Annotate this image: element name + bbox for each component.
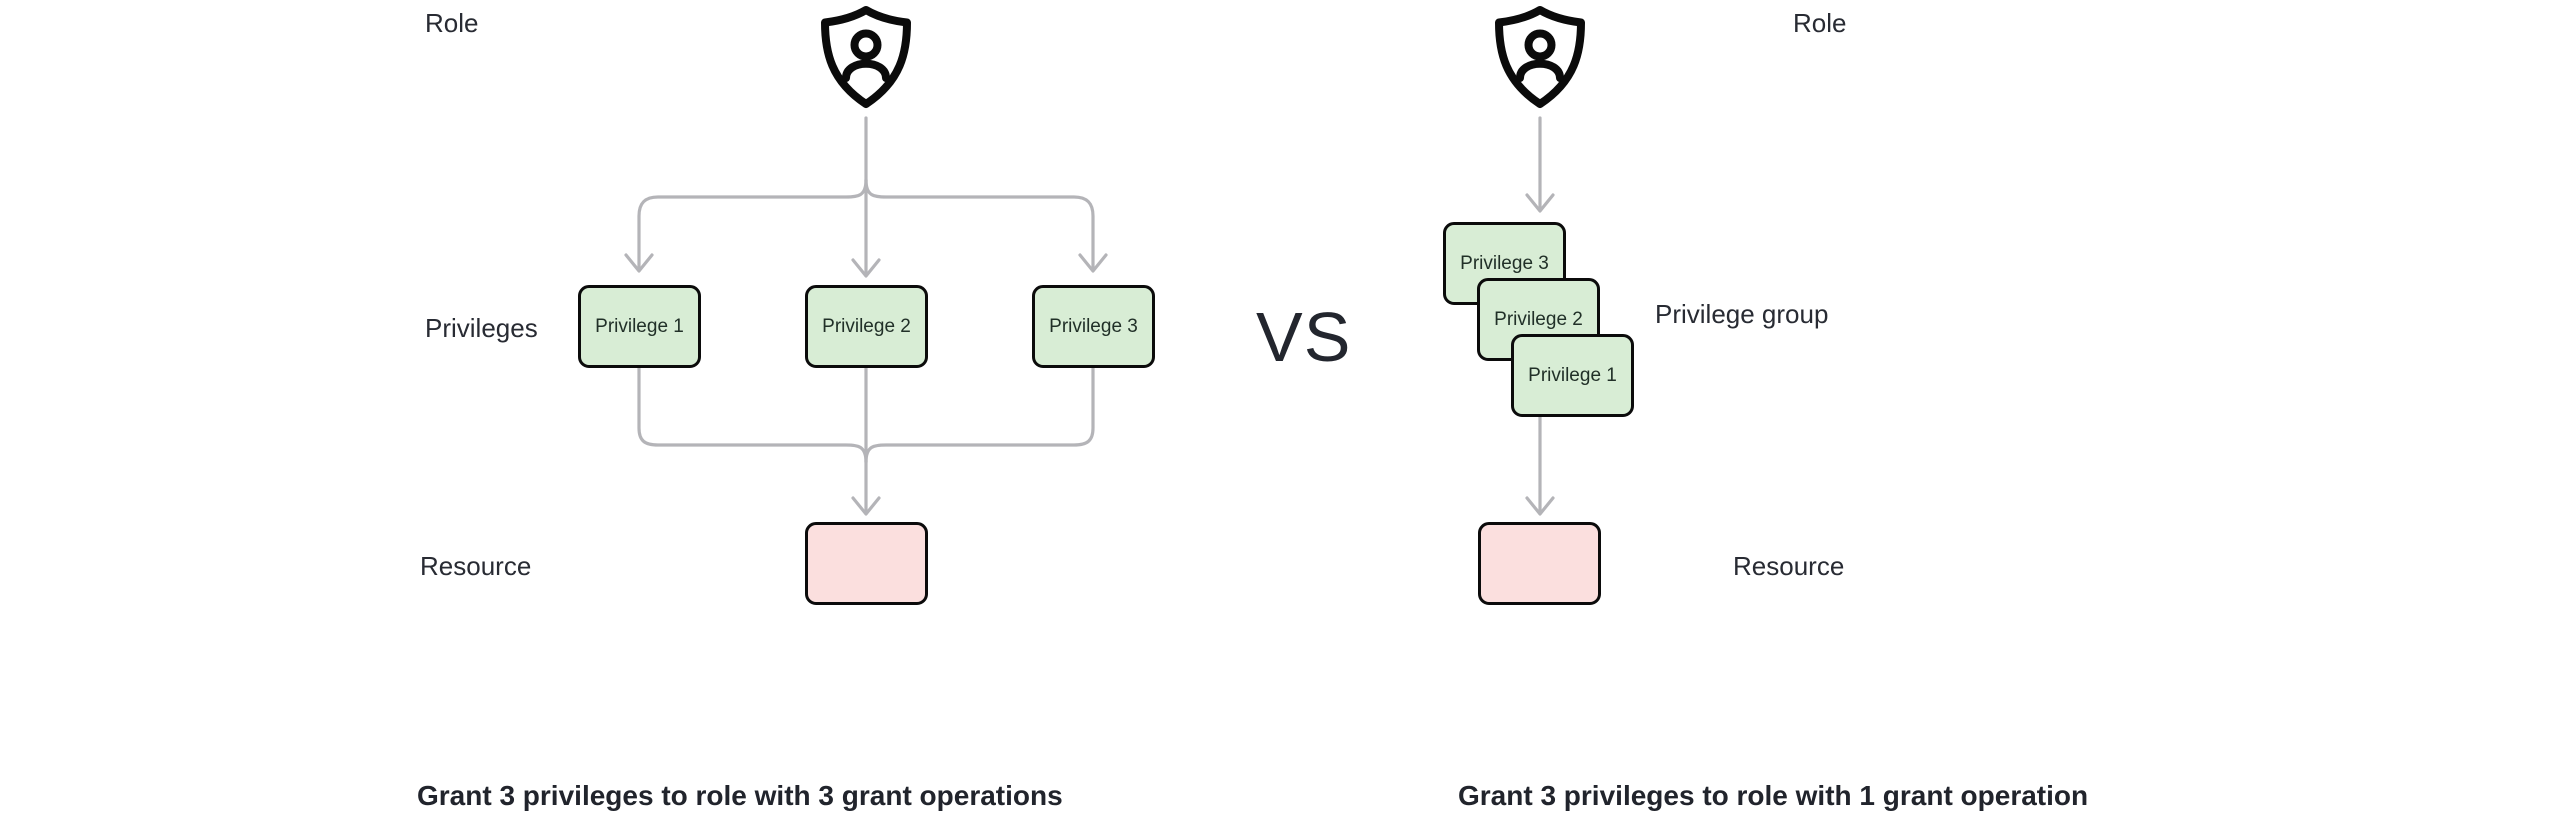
left-resource-box — [805, 522, 928, 605]
privilege-box-3-label: Privilege 3 — [1049, 316, 1138, 337]
left-branch-3-arrowhead — [1078, 253, 1108, 273]
left-resource-arrowhead — [851, 496, 881, 516]
right-role-label: Role — [1793, 8, 1847, 38]
privilege-box-3: Privilege 3 — [1032, 285, 1155, 368]
left-branch-3 — [864, 178, 1095, 272]
left-merge-3 — [864, 366, 1095, 464]
right-role-arrowhead — [1525, 193, 1555, 213]
left-privileges-label: Privileges — [425, 313, 538, 343]
left-center-arrowhead — [851, 258, 881, 278]
left-role-label: Role — [425, 8, 479, 38]
left-branch-1-arrowhead — [624, 253, 654, 273]
stacked-privilege-box-2-label: Privilege 2 — [1494, 309, 1583, 330]
shield-user-icon — [1495, 6, 1585, 108]
privilege-box-1-label: Privilege 1 — [595, 316, 684, 337]
left-branch-1 — [637, 178, 868, 272]
privilege-box-1: Privilege 1 — [578, 285, 701, 368]
stacked-privilege-box-3-label: Privilege 3 — [1460, 253, 1549, 274]
stacked-privilege-box-1: Privilege 1 — [1511, 334, 1634, 417]
right-resource-arrowhead — [1525, 496, 1555, 516]
privilege-box-2-label: Privilege 2 — [822, 316, 911, 337]
right-resource-box — [1478, 522, 1601, 605]
right-caption: Grant 3 privileges to role with 1 grant … — [1458, 780, 2089, 811]
privilege-group-label: Privilege group — [1655, 299, 1829, 329]
left-resource-label: Resource — [420, 551, 532, 581]
shield-user-icon — [821, 6, 911, 108]
privilege-box-2: Privilege 2 — [805, 285, 928, 368]
left-caption: Grant 3 privileges to role with 3 grant … — [417, 780, 1063, 811]
left-merge-1 — [637, 366, 868, 464]
vs-label: VS — [1256, 298, 1352, 376]
stacked-privilege-box-1-label: Privilege 1 — [1528, 365, 1617, 386]
right-resource-label: Resource — [1733, 551, 1845, 581]
